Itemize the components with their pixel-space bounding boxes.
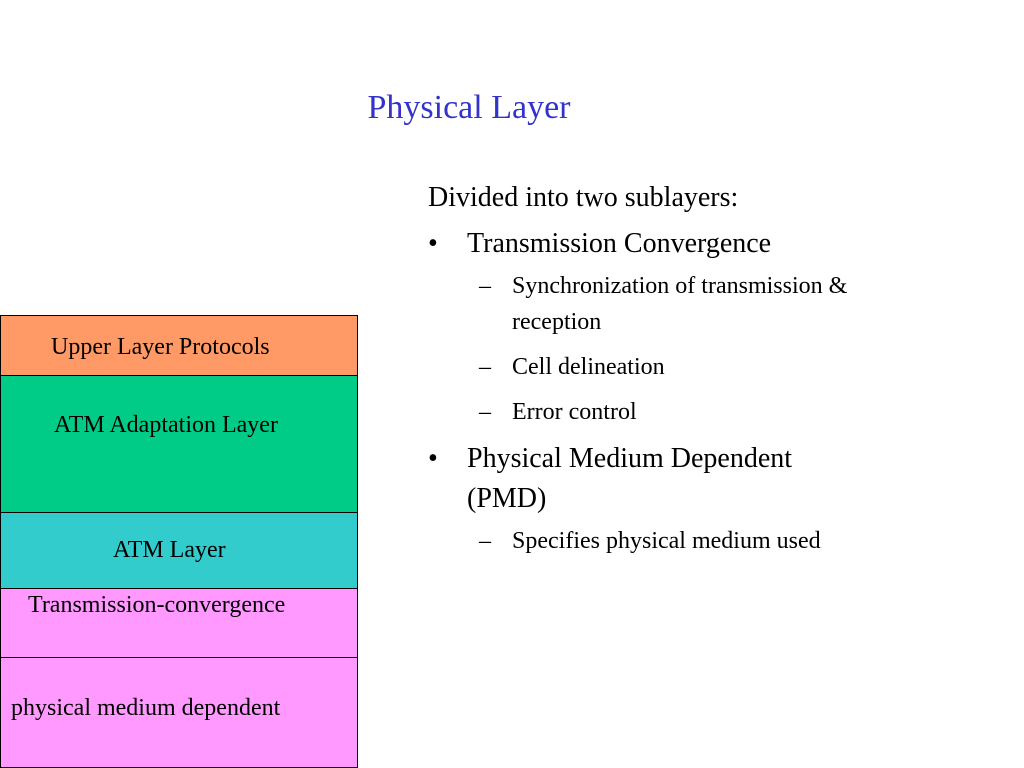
layer-upper-protocols: Upper Layer Protocols [0,315,358,376]
subitem-specifies-medium: – Specifies physical medium used [428,523,868,559]
layer-label: Transmission-convergence [28,592,286,618]
layer-atm: ATM Layer [0,512,358,589]
layer-label: Upper Layer Protocols [51,334,270,360]
slide-title: Physical Layer [367,89,571,126]
dash-mark: – [479,273,491,299]
subitem-error-control: – Error control [428,394,868,430]
subitem-text: Synchronization of transmission & recept… [512,273,848,335]
bullet-text: Transmission Convergence [467,228,772,259]
dash-mark: – [479,354,491,380]
layer-atm-adaptation: ATM Adaptation Layer [0,375,358,513]
subitem-cell-delineation: – Cell delineation [428,349,868,385]
bullet-physical-medium-dependent: • Physical Medium Dependent (PMD) [428,439,868,519]
subitem-text: Cell delineation [512,354,665,380]
bullet-text: Physical Medium Dependent (PMD) [467,443,793,514]
intro-text: Divided into two sublayers: [428,182,739,213]
subitem-text: Specifies physical medium used [512,528,821,554]
bullet-mark: • [428,228,438,259]
layer-label: ATM Adaptation Layer [54,412,278,438]
content-list: Divided into two sublayers: • Transmissi… [428,178,868,568]
layer-physical-medium-dependent: physical medium dependent [0,657,358,768]
subitem-synchronization: – Synchronization of transmission & rece… [428,268,868,340]
bullet-mark: • [428,443,438,474]
subitem-text: Error control [512,399,637,425]
bullet-transmission-convergence: • Transmission Convergence [428,224,868,264]
layer-label: ATM Layer [113,537,226,563]
dash-mark: – [479,399,491,425]
dash-mark: – [479,528,491,554]
layer-transmission-convergence: Transmission-convergence [0,588,358,658]
layer-label: physical medium dependent [11,695,281,721]
